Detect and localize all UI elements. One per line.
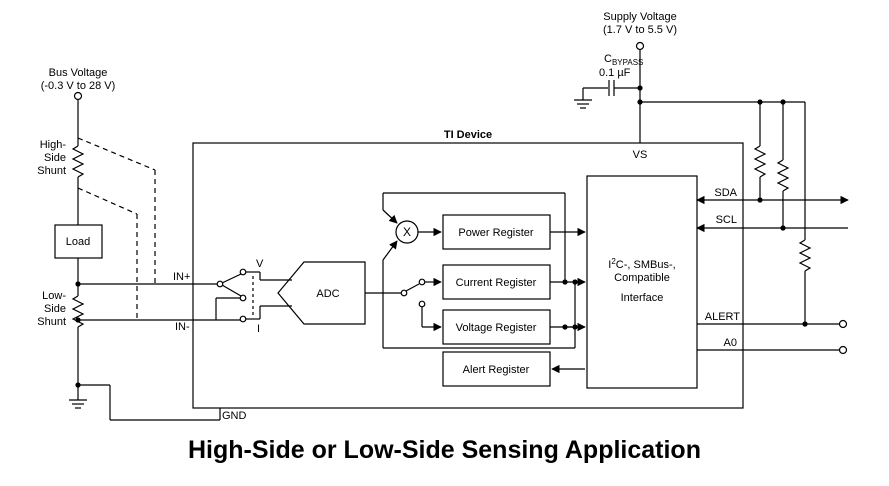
resistor-icon	[798, 239, 812, 272]
load-label: Load	[66, 236, 90, 248]
power-register-label: Power Register	[458, 227, 534, 239]
supply-label: Supply Voltage	[603, 11, 676, 23]
device-label: TI Device	[444, 129, 492, 141]
interface-line2: Compatible	[614, 272, 670, 284]
interface-line1: I2C-, SMBus-,	[608, 257, 675, 271]
a0-label: A0	[724, 337, 737, 349]
resistor-icon	[776, 159, 790, 192]
cbypass-name: CBYPASS	[604, 53, 643, 67]
gnd-label: GND	[222, 410, 247, 422]
interface-block	[586, 175, 698, 389]
page-title: High-Side or Low-Side Sensing Applicatio…	[188, 436, 701, 464]
bus-terminal	[73, 91, 83, 101]
alert-register-label: Alert Register	[463, 364, 530, 376]
in-plus-label: IN+	[173, 271, 190, 283]
bus-range: (-0.3 V to 28 V)	[41, 80, 116, 92]
resistor-icon	[71, 145, 85, 178]
low-shunt-line3: Shunt	[37, 316, 66, 328]
alert-register-box	[442, 351, 551, 387]
scl-label: SCL	[716, 214, 737, 226]
bus-label: Bus Voltage	[49, 67, 108, 79]
vs-label: VS	[633, 149, 648, 161]
multiplier-label: X	[403, 225, 411, 239]
low-shunt-line2: Side	[44, 303, 66, 315]
a0-terminal	[838, 345, 848, 355]
alert-terminal	[838, 319, 848, 329]
high-shunt-line1: High-	[40, 139, 67, 151]
cbypass-value: 0.1 µF	[599, 67, 631, 79]
ti-device-box	[192, 142, 744, 409]
resistor-icon	[71, 295, 85, 328]
interface-line3: Interface	[621, 292, 664, 304]
alert-pin-label: ALERT	[705, 311, 741, 323]
low-shunt-line1: Low-	[42, 290, 66, 302]
high-shunt-line2: Side	[44, 152, 66, 164]
adc-label: ADC	[316, 288, 339, 300]
sda-label: SDA	[714, 187, 737, 199]
high-shunt-line3: Shunt	[37, 165, 66, 177]
current-register-label: Current Register	[456, 277, 537, 289]
voltage-register-label: Voltage Register	[456, 322, 537, 334]
mux-v-label: V	[256, 258, 264, 270]
in-minus-label: IN-	[175, 321, 190, 333]
resistor-icon	[753, 145, 767, 178]
supply-terminal	[635, 41, 645, 51]
mux-i-label: I	[257, 323, 260, 335]
supply-range: (1.7 V to 5.5 V)	[603, 24, 677, 36]
